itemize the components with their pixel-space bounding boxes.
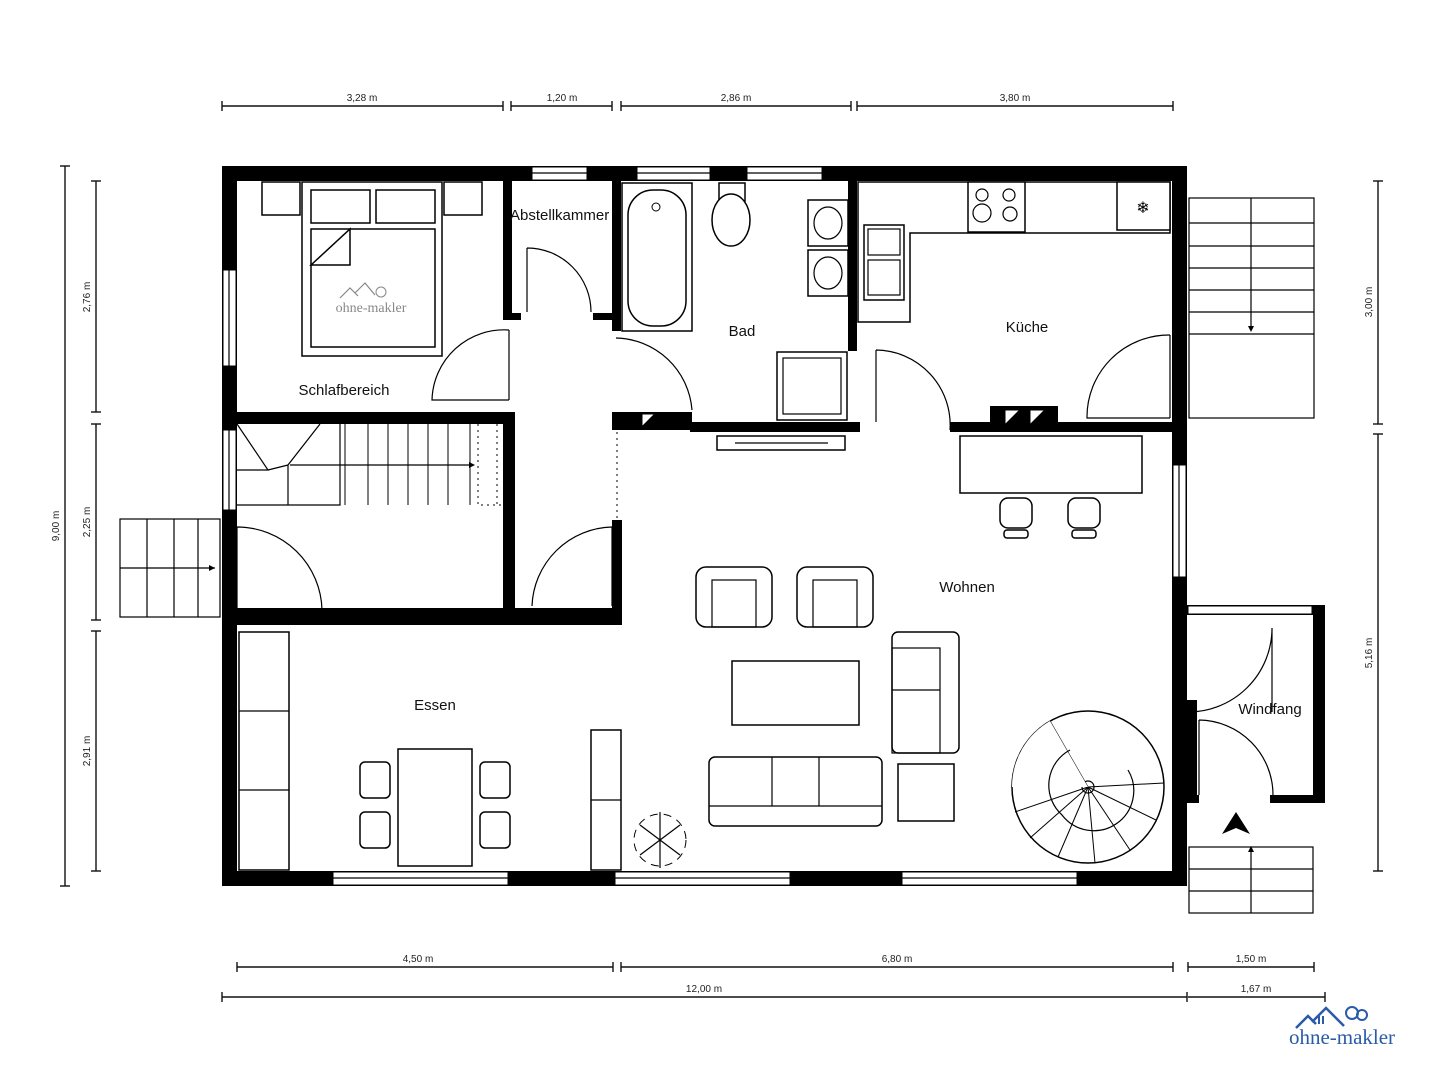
bar-chair — [1067, 497, 1101, 539]
entrance-arrow-icon — [1222, 812, 1250, 834]
dim-bottom-total-2: 1,67 m — [1241, 984, 1272, 995]
dim-left-1: 2,76 m — [82, 282, 93, 313]
brand-logo: ohne-makler — [1289, 1006, 1395, 1049]
watermark-logo: ohne-makler — [336, 282, 407, 316]
dim-left-total: 9,00 m — [51, 511, 62, 542]
dining-furniture — [238, 631, 687, 871]
windows — [222, 166, 1313, 886]
dim-top-3: 2,86 m — [721, 93, 752, 104]
exterior-stairs — [119, 197, 1315, 914]
spiral-staircase — [1011, 710, 1165, 864]
kitchen: ❄ — [857, 181, 1171, 539]
bar-chair — [999, 497, 1033, 539]
room-kueche: Küche — [1006, 319, 1049, 336]
room-abstellkammer: Abstellkammer — [510, 207, 609, 224]
bathroom-fixtures — [621, 182, 849, 421]
right-dimensions: 3,00 m 5,16 m — [1364, 180, 1383, 872]
top-dimensions: 3,28 m 1,20 m 2,86 m 3,80 m — [221, 93, 1174, 111]
plant-icon — [633, 812, 687, 868]
dim-top-4: 3,80 m — [1000, 93, 1031, 104]
room-labels: Schlafbereich Abstellkammer Bad Küche Wo… — [299, 207, 1302, 718]
doors — [236, 247, 1274, 834]
dim-bottom-total: 12,00 m — [686, 984, 722, 995]
bedroom-furniture: ohne-makler — [261, 181, 483, 357]
bottom-dimensions: 4,50 m 6,80 m 1,50 m 12,00 m 1,67 m — [221, 954, 1326, 1002]
freezer-icon: ❄ — [1136, 200, 1149, 217]
dim-bottom-2: 6,80 m — [882, 954, 913, 965]
dim-left-3: 2,91 m — [82, 736, 93, 767]
room-windfang: Windfang — [1238, 701, 1301, 718]
dim-right-1: 3,00 m — [1364, 287, 1375, 318]
dimension-lines: 3,28 m 1,20 m 2,86 m 3,80 m 9,00 m 2,76 … — [51, 93, 1383, 1002]
dim-left-2: 2,25 m — [82, 507, 93, 538]
room-schlafbereich: Schlafbereich — [299, 382, 390, 399]
dim-top-2: 1,20 m — [547, 93, 578, 104]
living-furniture — [695, 435, 1165, 864]
left-dimensions: 9,00 m 2,76 m 2,25 m 2,91 m — [51, 165, 101, 887]
dim-top-1: 3,28 m — [347, 93, 378, 104]
svg-text:ohne-makler: ohne-makler — [336, 301, 407, 316]
interior-stairs — [236, 423, 618, 520]
dim-bottom-1: 4,50 m — [403, 954, 434, 965]
logo-text: ohne-makler — [1289, 1025, 1395, 1049]
room-essen: Essen — [414, 697, 456, 714]
room-wohnen: Wohnen — [939, 579, 995, 596]
dim-bottom-3: 1,50 m — [1236, 954, 1267, 965]
dim-right-2: 5,16 m — [1364, 638, 1375, 669]
room-bad: Bad — [729, 323, 756, 340]
